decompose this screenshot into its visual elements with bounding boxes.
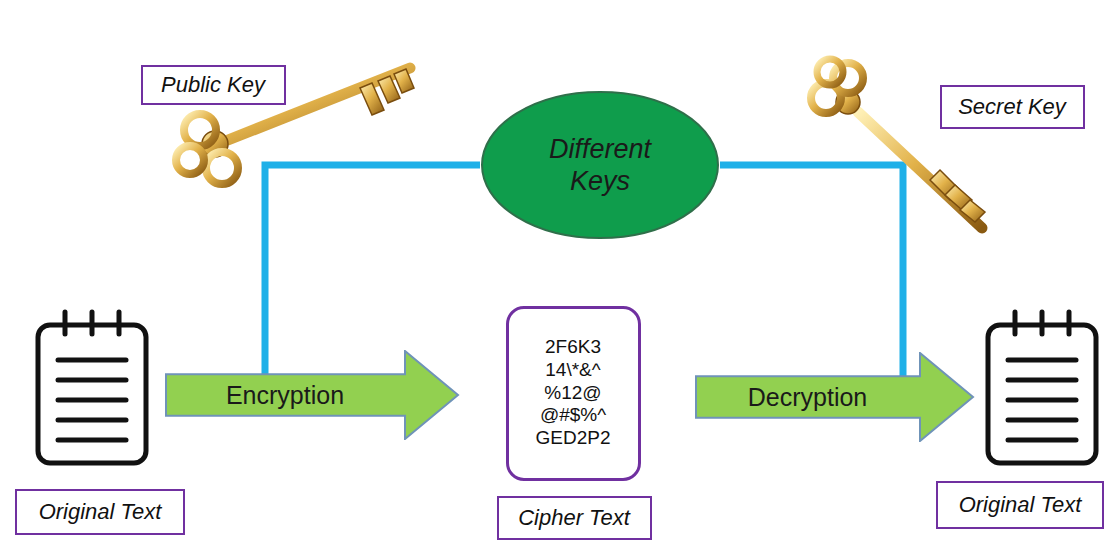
shape-fill [696, 353, 973, 441]
caption-box: Original Text [936, 481, 1104, 529]
node-label: Original Text [959, 492, 1082, 518]
cipher-text: 14\*&^ [545, 359, 600, 382]
document-icon [38, 312, 146, 463]
caption-box: Original Text [15, 489, 185, 535]
node-label: Cipher Text [518, 505, 630, 531]
node-label: Decryption [748, 382, 868, 412]
key-label: Secret Key [940, 85, 1085, 129]
connector-line [720, 165, 903, 378]
process-arrow: Decryption [695, 352, 975, 442]
caption-box: Cipher Text [497, 496, 652, 540]
shape-fill [166, 351, 458, 439]
node-label: Original Text [39, 499, 162, 525]
concept-ellipse: Different Keys [480, 90, 720, 240]
node-label: Secret Key [958, 94, 1066, 120]
key-label: Public Key [141, 65, 286, 105]
cipher-text: GED2P2 [536, 427, 611, 450]
shape-fill [482, 92, 718, 238]
cipher-text: @#$%^ [540, 404, 606, 427]
cipher-text: %12@ [544, 382, 601, 405]
node-label: Different Keys [525, 133, 675, 198]
ellipse-outline [480, 90, 720, 240]
document-icon [988, 312, 1096, 463]
cipher-text: 2F6K3 [545, 336, 601, 359]
connector-line [265, 165, 480, 376]
cipher-box: 2F6K314\*&^%12@@#$%^GED2P2 [506, 306, 641, 481]
node-label: Encryption [226, 380, 344, 410]
process-arrow: Encryption [165, 350, 460, 440]
node-label: Public Key [161, 72, 265, 98]
